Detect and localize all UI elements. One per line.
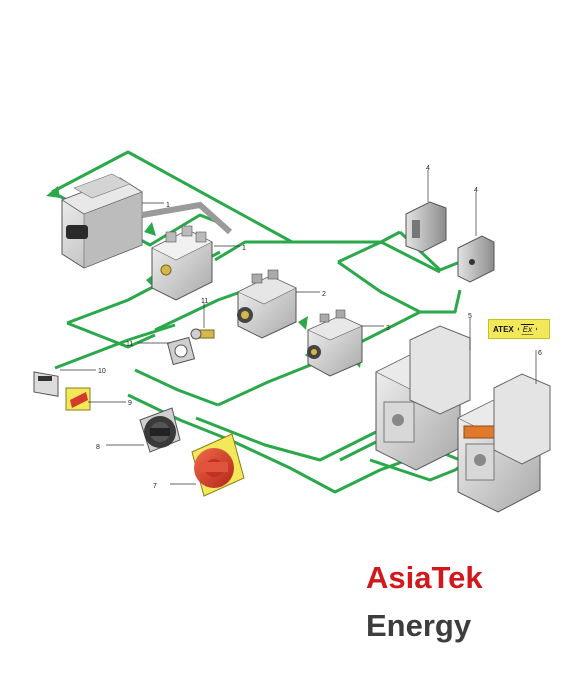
- ex-explosion-proof-icon: Ex: [517, 323, 538, 335]
- red-yellow-handle-small: [65, 387, 91, 411]
- brand-name-asiatek: AsiaTek: [366, 560, 483, 595]
- callout-8: 8: [96, 444, 100, 451]
- callout-6: 6: [538, 350, 542, 357]
- arrow-head: [298, 316, 308, 330]
- main-switch-enclosure: [61, 173, 233, 269]
- callout-11b: 11: [201, 298, 208, 305]
- enclosure-5: [375, 325, 471, 471]
- callout-3: 3: [386, 325, 390, 332]
- callout-9: 9: [128, 400, 132, 407]
- callout-5: 5: [468, 313, 472, 320]
- callout-2: 2: [322, 291, 326, 298]
- callout-10: 10: [98, 368, 106, 375]
- callout-4a: 4: [426, 165, 430, 172]
- arrow-head: [144, 222, 156, 236]
- callout-7: 7: [153, 483, 157, 490]
- small-handle: [33, 371, 59, 397]
- arrow-head: [46, 186, 60, 198]
- switch-block-3: [307, 309, 363, 377]
- red-rotary-handle: [191, 433, 245, 497]
- mounting-bracket: [405, 201, 447, 253]
- enclosure-6: [457, 373, 551, 513]
- callout-1b: 1: [242, 245, 246, 252]
- atex-certification-badge: ATEX Ex: [488, 319, 550, 339]
- brand-name-energy: Energy: [366, 608, 472, 643]
- black-rotary-handle: [139, 407, 181, 453]
- switch-block-1: [151, 225, 213, 301]
- callout-leaders: [60, 170, 537, 485]
- atex-label: ATEX: [493, 324, 514, 334]
- sealing-ring: [166, 336, 196, 366]
- switch-block-2: [237, 269, 297, 339]
- mounting-plate: [457, 235, 495, 283]
- extension-shaft: [190, 328, 215, 340]
- callout-4b: 4: [474, 187, 478, 194]
- callout-1a: 1: [166, 202, 170, 209]
- callout-11a: 11: [126, 341, 133, 348]
